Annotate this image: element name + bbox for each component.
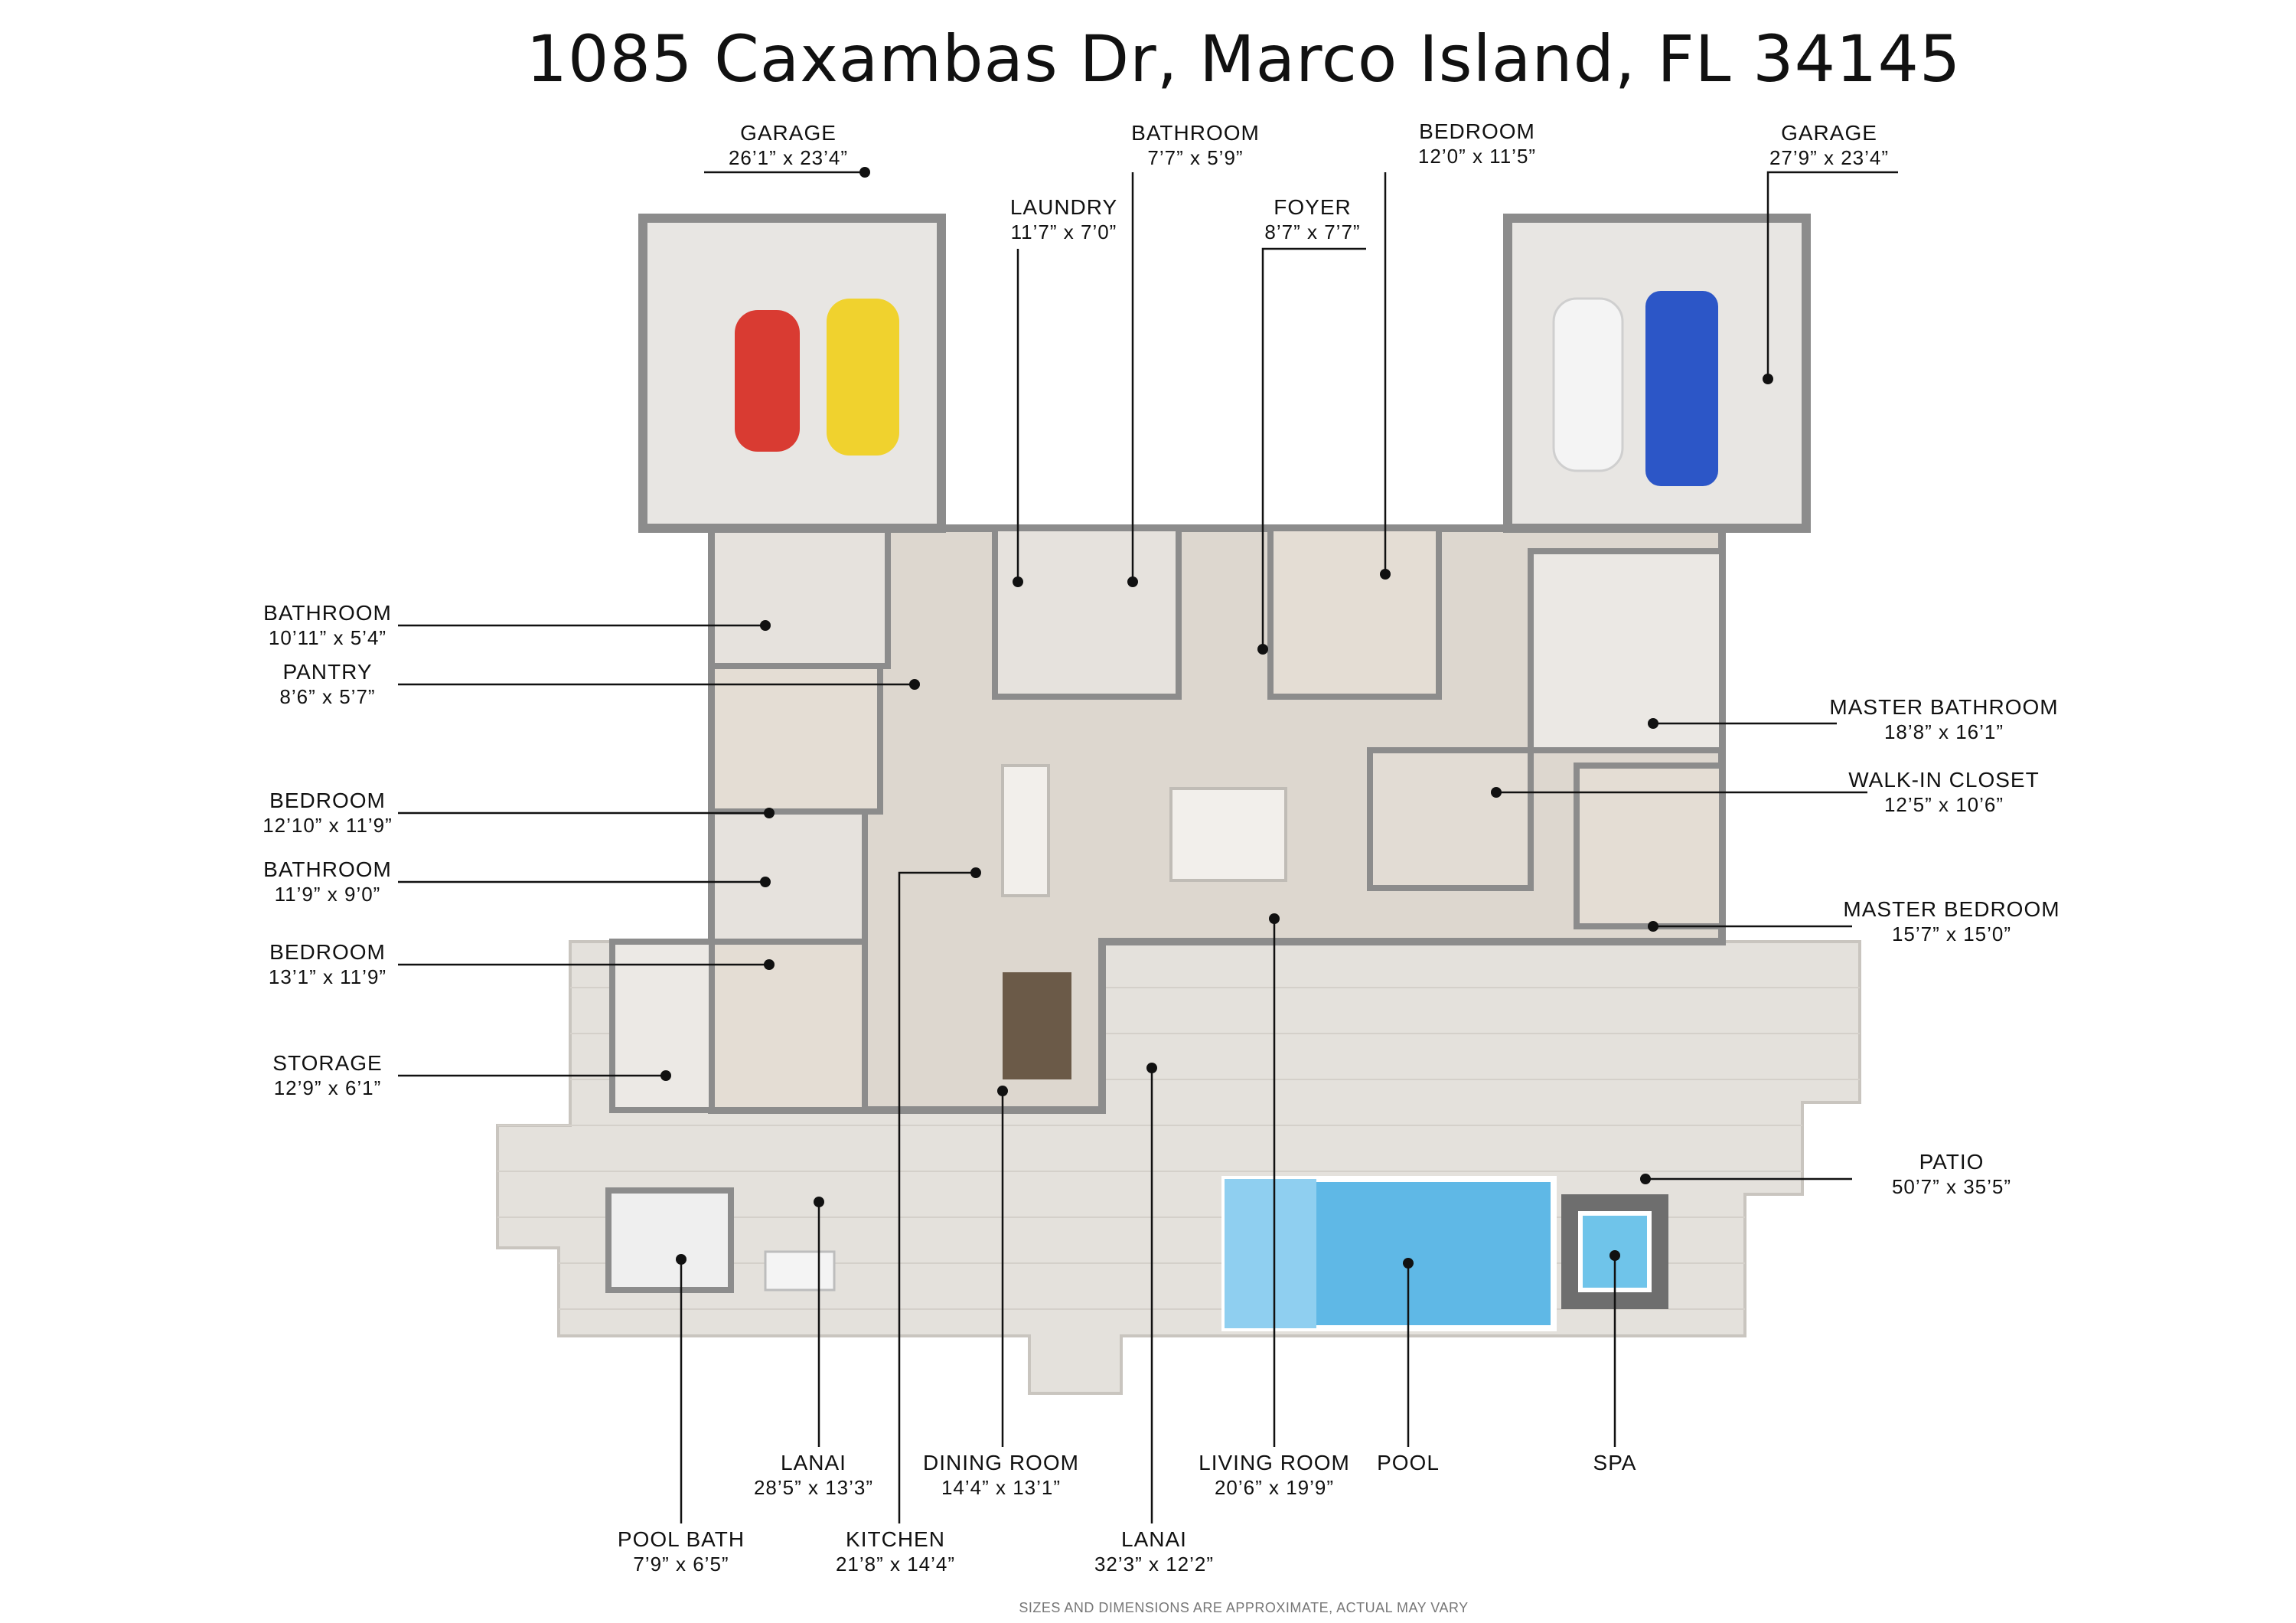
- house-floor: [609, 524, 1726, 1114]
- leader-dot-living-room: [1269, 913, 1280, 924]
- garage-left: [638, 214, 946, 533]
- leader-lines: [398, 171, 1898, 1523]
- leader-dot-foyer: [1257, 644, 1268, 655]
- leader-dot-bathroom-1: [760, 620, 771, 631]
- pool: [1221, 1176, 1557, 1331]
- leader-dot-dining-room: [997, 1086, 1008, 1096]
- leader-dot-bathroom-2: [760, 877, 771, 887]
- leader-dot-laundry: [1013, 576, 1023, 587]
- leader-dot-lanai-right: [1146, 1063, 1157, 1073]
- leader-dot-pool-bath: [676, 1254, 687, 1265]
- label-spa: SPA: [1593, 1451, 1637, 1474]
- leader-dot-walk-in-closet: [1491, 787, 1502, 798]
- disclaimer: SIZES AND DIMENSIONS ARE APPROXIMATE, AC…: [1019, 1600, 1469, 1615]
- leader-dot-garage-right: [1763, 374, 1773, 384]
- leader-dot-master-bathroom: [1648, 718, 1658, 729]
- leader-dot-bedroom-1: [764, 808, 775, 818]
- leader-dot-bedroom-top: [1380, 569, 1391, 580]
- label-pool: POOL: [1377, 1451, 1440, 1474]
- leader-dot-pool: [1403, 1258, 1414, 1269]
- leader-dot-lanai-left: [814, 1197, 824, 1207]
- leader-kitchen: [898, 871, 976, 1523]
- garage-right: [1503, 214, 1811, 533]
- leader-dot-master-bedroom: [1648, 921, 1658, 932]
- page-title: 1085 Caxambas Dr, Marco Island, FL 34145: [526, 21, 1962, 96]
- leader-dot-kitchen: [970, 867, 981, 878]
- leader-dot-patio: [1640, 1174, 1651, 1184]
- pool-bath: [605, 1187, 836, 1293]
- leader-dot-spa: [1609, 1250, 1620, 1261]
- leader-dot-bedroom-2: [764, 959, 775, 970]
- leader-garage-right: [1766, 171, 1898, 379]
- leader-dot-garage-left: [859, 167, 870, 178]
- leader-dots: [660, 167, 1773, 1269]
- leader-foyer: [1261, 247, 1366, 649]
- leader-dot-pantry: [909, 679, 920, 690]
- leader-dot-bathroom-top: [1127, 576, 1138, 587]
- leader-dot-storage: [660, 1070, 671, 1081]
